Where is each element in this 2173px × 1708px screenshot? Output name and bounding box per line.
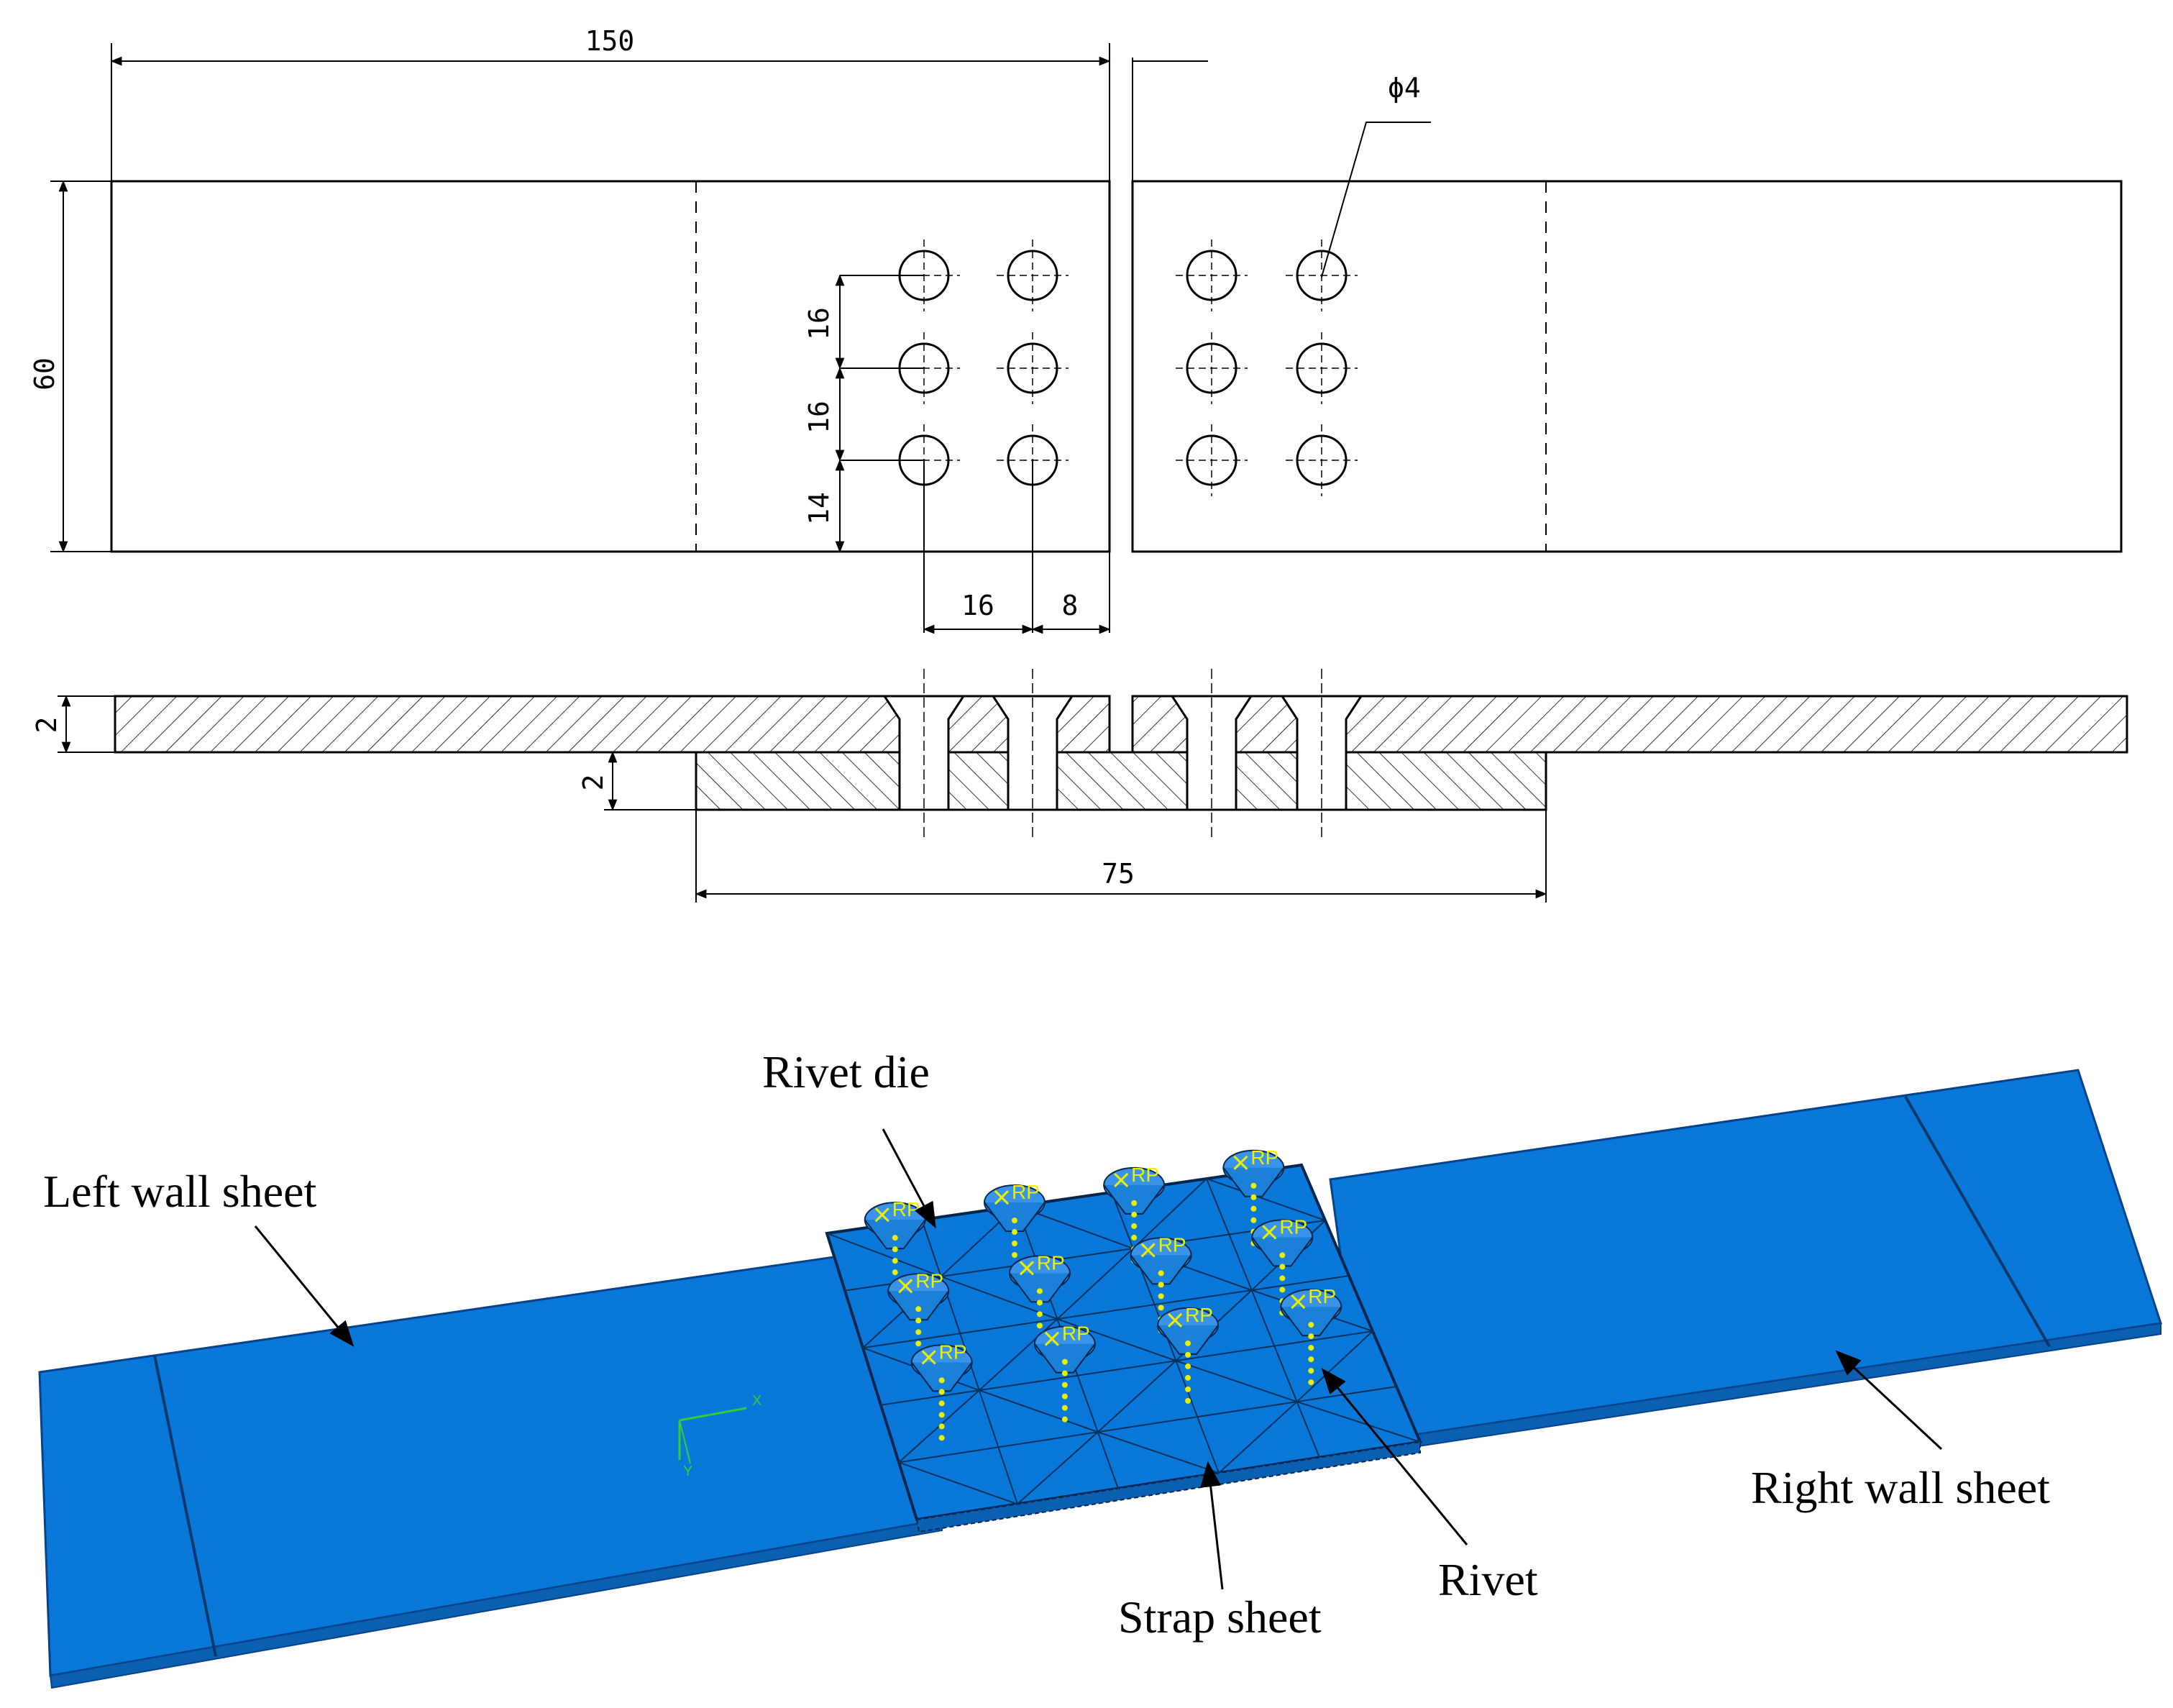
label-right-wall-sheet: Right wall sheet (1751, 1462, 2050, 1513)
fe-rivet: RP (864, 1198, 926, 1299)
callout-leaders (254, 1128, 1943, 1590)
fe-rivet: RP (1280, 1285, 1342, 1386)
fe-model: RP RP RP RP RP RP RP RP RP RP RP RP X Y (38, 1069, 2162, 1689)
dim-strap-length: 75 (1102, 858, 1135, 890)
rp-label: RP (892, 1198, 920, 1220)
fe-rivet: RP (1033, 1323, 1096, 1422)
fe-rivet: RP (1157, 1304, 1220, 1404)
leader-right-wall (1835, 1350, 1943, 1451)
plan-dim-labels: 150 60 ϕ4 16 16 14 16 8 (29, 25, 1421, 621)
rp-label: RP (1062, 1323, 1090, 1345)
rp-label: RP (1250, 1146, 1278, 1169)
fe-rivet: RP (1103, 1164, 1166, 1264)
dim-hole-diameter: ϕ4 (1388, 72, 1421, 104)
leader-left-wall (254, 1225, 354, 1347)
rp-label: RP (1037, 1251, 1065, 1274)
dim-overall-length: 150 (585, 25, 635, 57)
fe-rivet: RP (910, 1341, 973, 1441)
leader-rivet-die (882, 1128, 936, 1229)
dim-strap-thickness: 2 (577, 775, 609, 791)
section-dimensions (58, 695, 1547, 903)
rp-label: RP (1012, 1181, 1040, 1203)
rp-label: RP (939, 1341, 967, 1363)
rp-label: RP (1158, 1233, 1186, 1256)
leader-strap (1200, 1461, 1224, 1590)
rivet-hole (1176, 239, 1248, 311)
dim-vertical-pitch-1: 16 (803, 307, 835, 340)
left-sheet-outline (110, 180, 1111, 553)
label-left-wall-sheet: Left wall sheet (43, 1166, 317, 1217)
dim-wall-thickness: 2 (31, 717, 63, 734)
left-wall-sheet-edge (49, 1518, 943, 1689)
right-tab-line (1904, 1096, 2051, 1347)
strap-sheet-edge (915, 1440, 1421, 1533)
dim-vertical-pitch-2: 16 (803, 401, 835, 434)
rivet-hole (997, 239, 1069, 311)
label-rivet-die: Rivet die (762, 1046, 930, 1097)
section-rivet (1170, 669, 1253, 838)
rivet-hole (1286, 332, 1358, 404)
right-sheet-outline (1131, 180, 2123, 553)
section-strap (695, 751, 1547, 811)
plan-dimensions (50, 43, 1431, 634)
fe-rivet: RP (887, 1269, 950, 1370)
dim-edge-distance-horizontal: 8 (1062, 590, 1079, 621)
rp-label: RP (1131, 1164, 1159, 1186)
section-rivet (991, 669, 1074, 838)
section-view (114, 669, 2128, 838)
rp-label: RP (915, 1269, 943, 1292)
section-right-wall (1131, 695, 2128, 754)
section-rivet (882, 669, 966, 838)
rivet-hole (997, 332, 1069, 404)
rivet-hole (1176, 424, 1248, 496)
coordinate-triad: X Y (678, 1393, 761, 1479)
rp-label: RP (1279, 1215, 1307, 1238)
label-strap-sheet: Strap sheet (1118, 1591, 1322, 1643)
axis-y-label: Y (683, 1463, 692, 1479)
fe-rivet: RP (1130, 1233, 1192, 1334)
label-rivet: Rivet (1438, 1554, 1538, 1605)
section-rivets (882, 669, 1363, 838)
fe-rivet: RP (1222, 1146, 1285, 1246)
callout-labels: Left wall sheet Rivet die Strap sheet Ri… (43, 1046, 2050, 1643)
dim-height: 60 (29, 357, 60, 391)
section-left-wall (114, 695, 1111, 754)
leader-rivet (1321, 1368, 1468, 1545)
fe-rivets: RP RP RP RP RP RP RP RP RP RP RP RP (864, 1146, 1342, 1441)
section-rivet (1280, 669, 1363, 838)
plan-view (110, 180, 2123, 553)
rivet-holes (888, 239, 1358, 496)
section-dim-labels: 2 2 75 (31, 717, 1135, 890)
rivet-hole (1286, 424, 1358, 496)
fe-rivet: RP (1251, 1215, 1314, 1316)
axis-x-label: X (752, 1393, 761, 1409)
rp-label: RP (1185, 1304, 1213, 1326)
dim-edge-distance-vertical: 14 (803, 492, 835, 525)
fe-rivet: RP (1008, 1251, 1071, 1352)
rivet-hole (1176, 332, 1248, 404)
rp-label: RP (1308, 1285, 1336, 1307)
left-tab-line (153, 1355, 217, 1657)
dim-horizontal-pitch: 16 (961, 590, 994, 621)
